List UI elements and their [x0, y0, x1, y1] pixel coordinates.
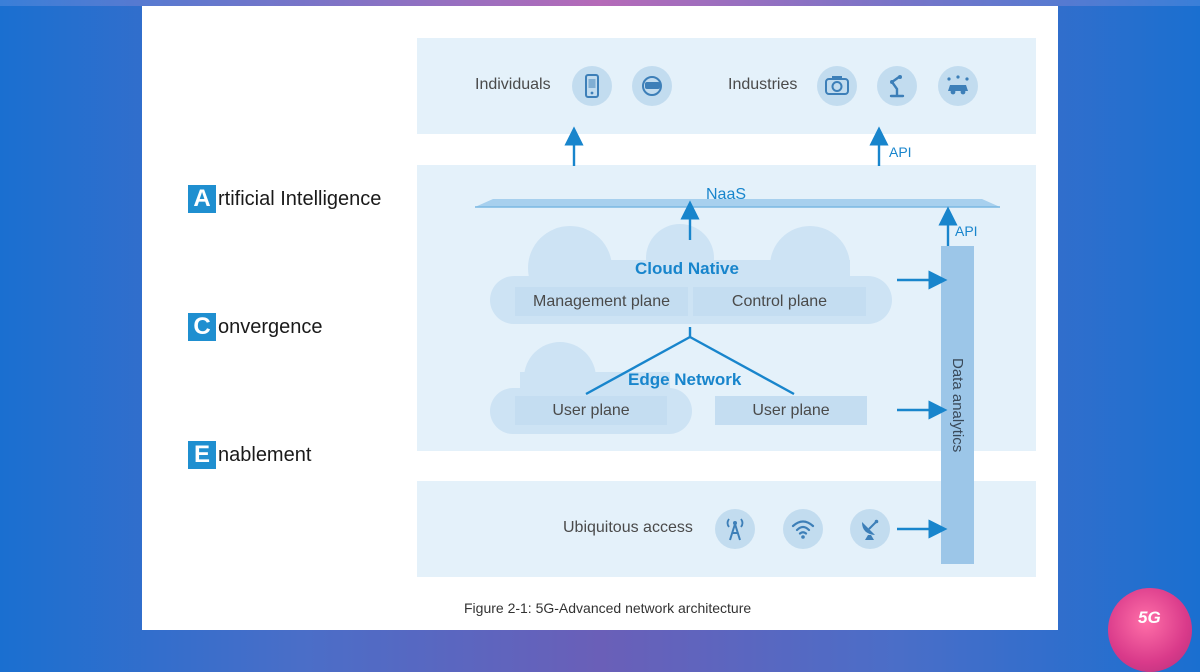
acronym-letter-a: A	[188, 185, 216, 213]
industries-label: Industries	[728, 76, 798, 93]
ubiquitous-access-label: Ubiquitous access	[563, 519, 693, 536]
wifi-icon	[783, 509, 823, 549]
management-plane-box: Management plane	[515, 287, 688, 316]
arrows-layer	[564, 126, 958, 539]
acronym-enablement: E nablement	[188, 441, 311, 469]
acronym-rest-enablement: nablement	[218, 443, 312, 466]
api-label-side: API	[955, 223, 978, 239]
acronym-rest-convergence: onvergence	[218, 315, 323, 338]
smartphone-icon	[572, 66, 612, 106]
individuals-label: Individuals	[475, 76, 551, 93]
5g-badge-text: 5G	[1138, 608, 1161, 627]
5g-badge	[1108, 588, 1192, 672]
cloud-native-title: Cloud Native	[635, 259, 739, 278]
vr-headset-icon	[632, 66, 672, 106]
camera-icon	[817, 66, 857, 106]
top-gradient-strip	[0, 0, 1200, 6]
robot-arm-icon	[877, 66, 917, 106]
cell-tower-icon	[715, 509, 755, 549]
acronym-rest-ai: rtificial Intelligence	[218, 187, 382, 210]
acronym-ai: A rtificial Intelligence	[188, 185, 381, 213]
acronym-letter-c: C	[188, 313, 216, 341]
edge-network-title: Edge Network	[628, 370, 742, 389]
connected-car-icon	[938, 66, 978, 106]
api-label-top: API	[889, 144, 912, 160]
data-analytics-label: Data analytics	[949, 357, 966, 453]
user-plane-box-right: User plane	[715, 396, 867, 425]
acronym-letter-e: E	[188, 441, 216, 469]
naas-label: NaaS	[706, 186, 747, 203]
top-layer-band	[417, 38, 1036, 134]
acronym-convergence: C onvergence	[188, 313, 323, 341]
user-plane-box-left: User plane	[515, 396, 667, 425]
figure-caption: Figure 2-1: 5G-Advanced network architec…	[464, 600, 752, 616]
control-plane-box: Control plane	[693, 287, 866, 316]
data-analytics-label-wrap: Data analytics	[941, 246, 974, 564]
satellite-dish-icon	[850, 509, 890, 549]
